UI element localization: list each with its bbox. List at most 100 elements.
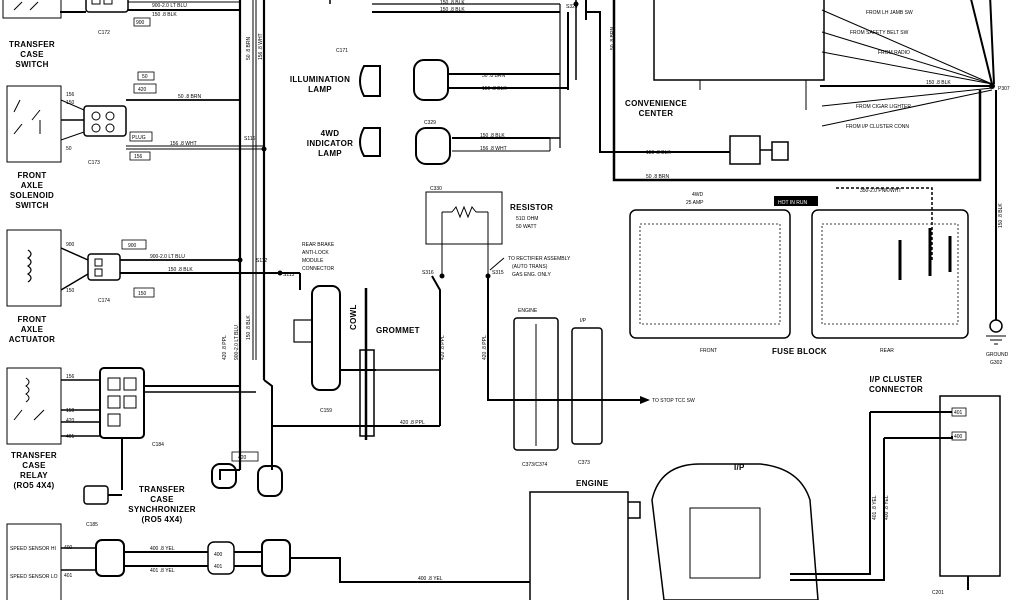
wire-label: 350-2.0 PNK/WHT <box>860 188 901 194</box>
g302-label: G302 <box>990 360 1002 366</box>
pin-label: 50 <box>142 74 148 80</box>
ip-bottom-label: I/P <box>734 463 745 472</box>
wire-label: 50 .8 BRN <box>646 174 669 180</box>
c185-label: C185 <box>86 522 98 528</box>
wire-harness <box>60 0 1006 600</box>
pin-label: 150 <box>66 288 75 294</box>
pin-label: 900 <box>66 242 75 248</box>
wire-label: 150 .8 BLK <box>926 80 951 86</box>
s113-label: S113 <box>283 272 295 278</box>
wire-label: 420 .8 PPL <box>400 420 425 426</box>
fuse-4wd-label-2: 25 AMP <box>686 200 704 206</box>
fuse-block: HOT IN RUN 4WD 25 AMP FRONT REAR FUSE BL… <box>629 192 969 356</box>
c184-label: C184 <box>152 442 164 448</box>
wire-label: 150 .8 BLK <box>246 315 252 340</box>
ip-connector-label: I/P <box>580 318 587 324</box>
to-stop-tcc-label: TO STOP TCC SW <box>652 398 695 404</box>
front-axle-actuator: FRONT AXLE ACTUATOR <box>6 229 62 344</box>
rectifier-label-3: GAS ENG. ONLY <box>512 272 551 278</box>
indicator-lamp-label-1: 4WD <box>321 129 340 138</box>
pin-label: 420 <box>66 418 75 424</box>
ip-cluster-pins: 401 400 <box>951 407 967 441</box>
relay-label-4: (RO5 4X4) <box>14 481 55 490</box>
wire-label: 50 .8 BRN <box>246 37 252 60</box>
brake-module-label-4: CONNECTOR <box>302 266 335 272</box>
wire-label: 420 .8 PPL <box>222 335 228 360</box>
rectifier-label-1: TO RECTIFIER ASSEMBLY <box>508 256 571 262</box>
wire-label: 400 .8 YEL <box>884 495 890 520</box>
front-axle-solenoid-switch: FRONT AXLE SOLENOID SWITCH <box>6 85 62 210</box>
transfer-case-synchronizer: C185 TRANSFER CASE SYNCHRONIZER (RO5 4X4… <box>83 485 196 528</box>
c173-label: C173 <box>88 160 100 166</box>
c172-label: C172 <box>98 30 110 36</box>
c329-label: C329 <box>424 120 436 126</box>
splice-points <box>237 1 995 279</box>
brake-module-label-3: MODULE <box>302 258 324 264</box>
pin-label: 400 <box>214 552 223 558</box>
wire-label: FROM LH JAMB SW <box>866 10 913 16</box>
synchronizer-label-4: (RO5 4X4) <box>142 515 183 524</box>
pin-label: 156 <box>66 92 75 98</box>
connector-c173: 50 420 PLUG 156 C173 <box>83 71 157 166</box>
c330-label: C330 <box>430 186 442 192</box>
s316-label: S316 <box>422 270 434 276</box>
wire-label: 150 .8 BLK <box>440 0 465 6</box>
speed-sensor-hi-label: SPEED SENSOR HI <box>10 546 56 552</box>
pin-label: 401 <box>214 564 223 570</box>
pin-label: 420 <box>238 455 247 461</box>
pin-label: 900 <box>128 243 137 249</box>
fuse-4wd-label-1: 4WD <box>692 192 704 198</box>
wire-label: 420 .8 PPL <box>482 335 488 360</box>
pin-label: 156 <box>134 154 143 160</box>
pin-label: 150 <box>138 291 147 297</box>
solenoid-switch-label-2: AXLE <box>21 181 44 190</box>
ip-cluster-label-2: CONNECTOR <box>869 385 923 394</box>
wire-label: 420 .8 PPL <box>440 335 446 360</box>
wire-label: FROM SAFETY BELT SW <box>850 30 909 36</box>
illumination-lamp-label-1: ILLUMINATION <box>290 75 350 84</box>
wire-label: 156 .8 WHT <box>480 146 507 152</box>
transfer-case-switch: TRANSFER CASE SWITCH <box>2 0 62 69</box>
actuator-label-1: FRONT <box>17 315 46 324</box>
s116-label: S116 <box>244 136 256 142</box>
pin-label: 401 <box>954 410 963 416</box>
c201-label: C201 <box>932 590 944 596</box>
pin-label: 150 <box>66 408 75 414</box>
synchronizer-label-1: TRANSFER <box>139 485 185 494</box>
wire-label: FROM I/P CLUSTER CONN <box>846 124 909 130</box>
fuse-front-label: FRONT <box>700 348 717 354</box>
p307-label: P307 <box>998 86 1010 92</box>
cowl-label: COWL <box>349 304 358 330</box>
wire-label: 50 .8 BRN <box>610 27 616 50</box>
wire-label: 150 .8 BLK <box>152 12 177 18</box>
wire-label: 150 .8 BLK <box>480 133 505 139</box>
illumination-lamp-label-2: LAMP <box>308 85 332 94</box>
wire-label: 150 .8 BLK <box>646 150 671 156</box>
fuse-rear-label: REAR <box>880 348 894 354</box>
convenience-center-label-2: CENTER <box>639 109 674 118</box>
transfer-case-relay: TRANSFER CASE RELAY (RO5 4X4) <box>6 367 62 490</box>
grommet-label: GROMMET <box>376 326 420 335</box>
speed-sensor-connectors: 400 401 420 <box>95 451 291 577</box>
pin-label: 401 <box>66 434 75 440</box>
solenoid-switch-label-3: SOLENOID <box>10 191 54 200</box>
wire-label: FROM RADIO <box>878 50 910 56</box>
engine-connector-label: ENGINE <box>518 308 538 314</box>
synchronizer-label-3: SYNCHRONIZER <box>128 505 196 514</box>
splice-labels: S324 S116 S112 S113 S316 S315 P307 C171 <box>244 4 1010 278</box>
wire-label: 401 .8 YEL <box>872 495 878 520</box>
pin-label: PLUG <box>132 135 146 141</box>
pin-label: 156 <box>66 374 75 380</box>
brake-module-label-1: REAR BRAKE <box>302 242 335 248</box>
engine-bottom-label: ENGINE <box>576 479 609 488</box>
wire-label: 150 .8 BLK <box>482 86 507 92</box>
actuator-label-3: ACTUATOR <box>9 335 56 344</box>
pin-label: 50 <box>66 146 72 152</box>
pin-label: 150 <box>66 100 75 106</box>
rectifier-label-2: (AUTO TRANS) <box>512 264 548 270</box>
actuator-label-2: AXLE <box>21 325 44 334</box>
wire-label: FROM CIGAR LIGHTER <box>856 104 911 110</box>
brake-module-label-2: ANTI-LOCK <box>302 250 329 256</box>
